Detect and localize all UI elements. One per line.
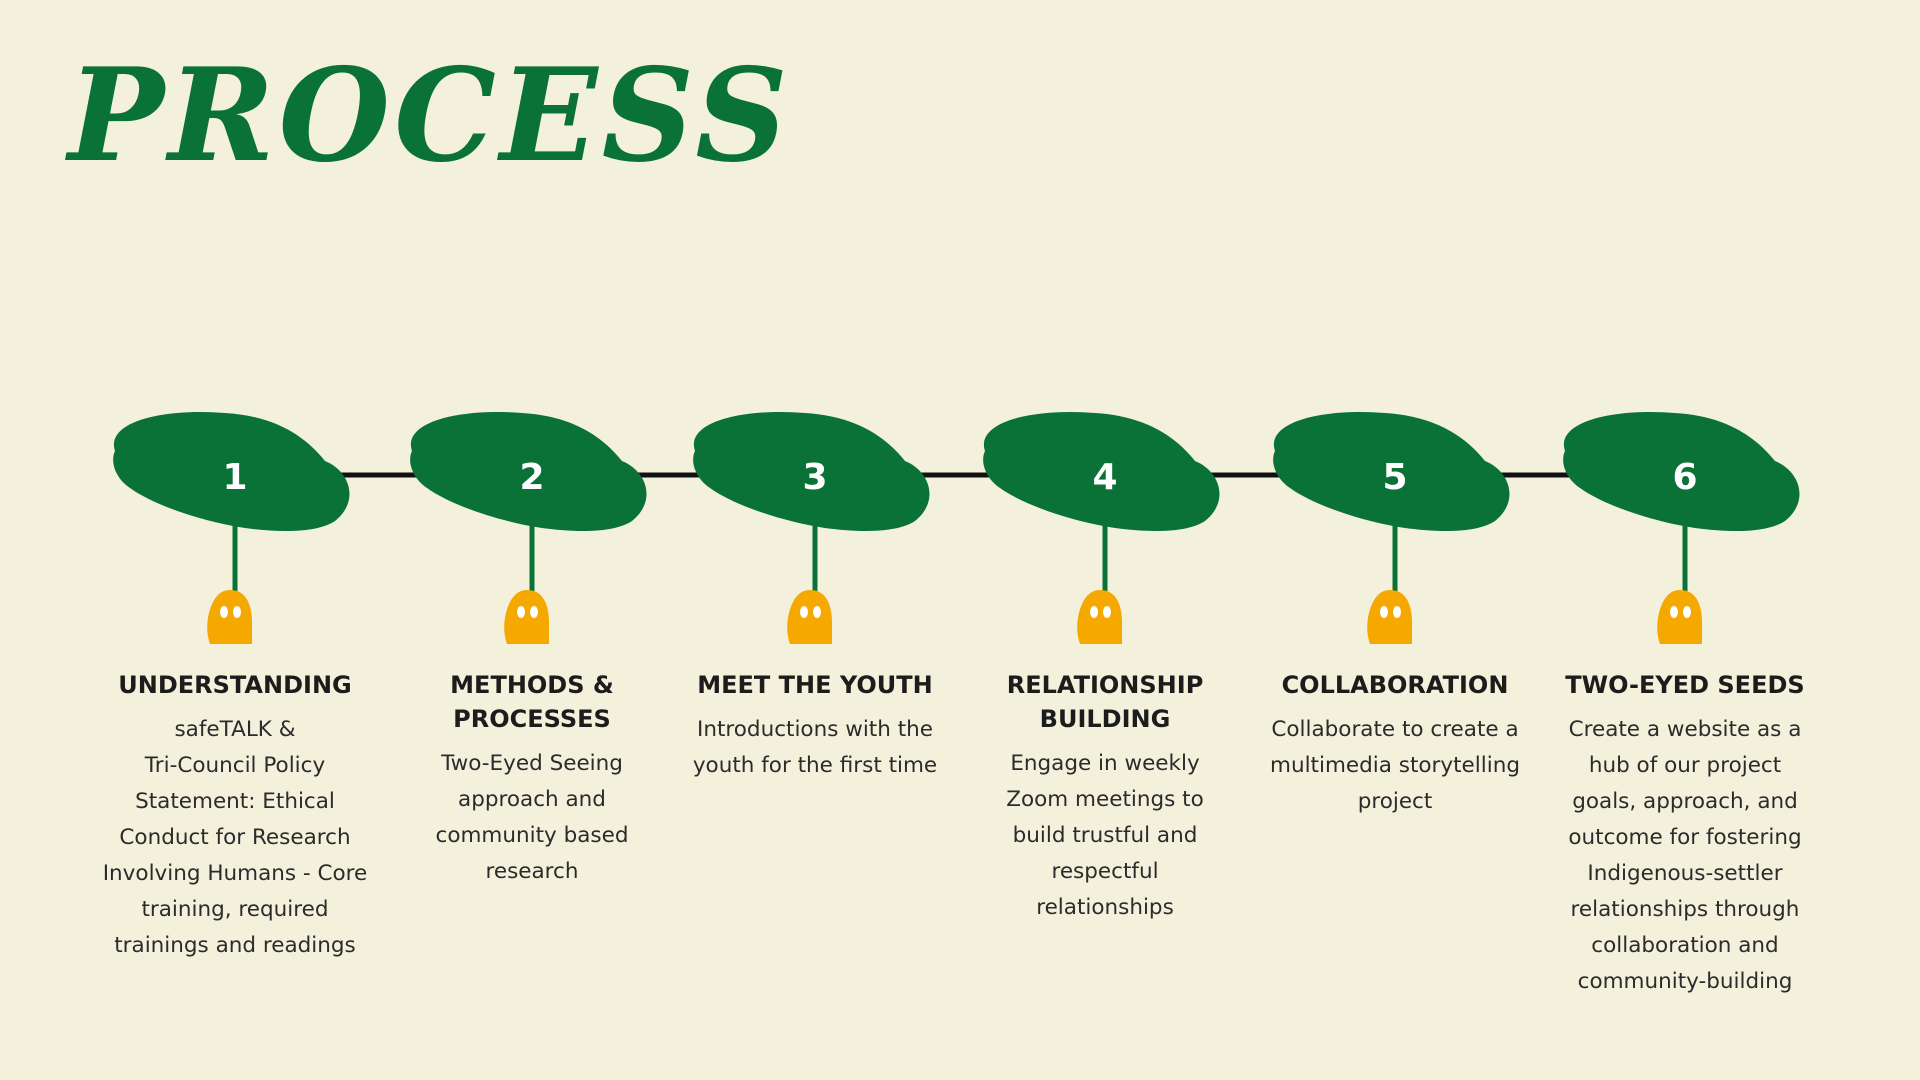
description-line: Statement: Ethical [135, 789, 335, 814]
description-line: safeTALK & [174, 717, 296, 742]
description-line: Collaborate to create a [1271, 717, 1519, 742]
step-number: 3 [802, 457, 827, 498]
description-line: respectful [1051, 859, 1159, 884]
step-heading: METHODS & PROCESSES [450, 671, 614, 733]
seed-icon [1657, 590, 1702, 644]
step-heading: UNDERSTANDING [118, 671, 352, 699]
step-6: TWO-EYED SEEDS Create a website as a hub o… [1540, 668, 1830, 1000]
description-line: research [485, 859, 579, 884]
description-line: training, required [141, 897, 329, 922]
description-line: Engage in weekly [1010, 751, 1200, 776]
seed-icon [1077, 590, 1122, 644]
description-line: Involving Humans - Core [102, 861, 368, 886]
page-title: PROCESS [68, 41, 792, 191]
step-2: METHODS & PROCESSES Two-Eyed Seeing approa… [387, 668, 677, 890]
step-5: COLLABORATION Collaborate to create a mult… [1250, 668, 1540, 820]
description-line: Two-Eyed Seeing [441, 751, 623, 776]
step-heading: TWO-EYED SEEDS [1565, 671, 1805, 699]
description-line: relationships through [1570, 897, 1800, 922]
seed-icon [504, 590, 549, 644]
step-description: Create a website as a hub of our project g… [1540, 712, 1830, 1000]
step-3: MEET THE YOUTH Introductions with the yout… [670, 668, 960, 784]
seed-icon [787, 590, 832, 644]
description-line: Create a website as a [1568, 717, 1802, 742]
leaf-icon [410, 411, 647, 532]
description-line: youth for the first time [692, 753, 938, 778]
step-number: 4 [1092, 457, 1117, 498]
description-line: project [1357, 789, 1433, 814]
step-description: Introductions with the youth for the firs… [670, 712, 960, 784]
step-heading: RELATIONSHIP BUILDING [1006, 671, 1204, 733]
description-line: Introductions with the [697, 717, 933, 742]
description-line: Zoom meetings to [1006, 787, 1204, 812]
step-heading: MEET THE YOUTH [697, 671, 933, 699]
description-line: community-building [1577, 969, 1793, 994]
seed-icon [207, 590, 252, 644]
description-line: outcome for fostering [1568, 825, 1802, 850]
description-line: Conduct for Research [119, 825, 351, 850]
description-line: Indigenous-settler [1587, 861, 1783, 886]
step-number: 6 [1672, 457, 1697, 498]
leaf-icon [983, 411, 1220, 532]
description-line: approach and [458, 787, 606, 812]
description-line: hub of our project [1588, 753, 1782, 778]
description-line: collaboration and [1591, 933, 1779, 958]
leaf-icon [113, 411, 350, 532]
description-line: Tri-Council Policy [144, 753, 326, 778]
step-heading: COLLABORATION [1281, 671, 1509, 699]
step-description: Collaborate to create a multimedia storyt… [1250, 712, 1540, 820]
leaf-icon [1563, 411, 1800, 532]
leaf-icon [1273, 411, 1510, 532]
description-line: trainings and readings [114, 933, 356, 958]
step-number: 2 [519, 457, 544, 498]
description-line: goals, approach, and [1572, 789, 1798, 814]
step-1: UNDERSTANDING safeTALK & Tri-Council Polic… [90, 668, 380, 964]
step-description: Two-Eyed Seeing approach and community bas… [387, 746, 677, 890]
leaf-icon [693, 411, 930, 532]
step-number: 1 [222, 457, 247, 498]
seed-icon [1367, 590, 1412, 644]
description-line: multimedia storytelling [1270, 753, 1520, 778]
description-line: community based [435, 823, 629, 848]
step-number: 5 [1382, 457, 1407, 498]
description-line: relationships [1036, 895, 1174, 920]
description-line: build trustful and [1012, 823, 1198, 848]
